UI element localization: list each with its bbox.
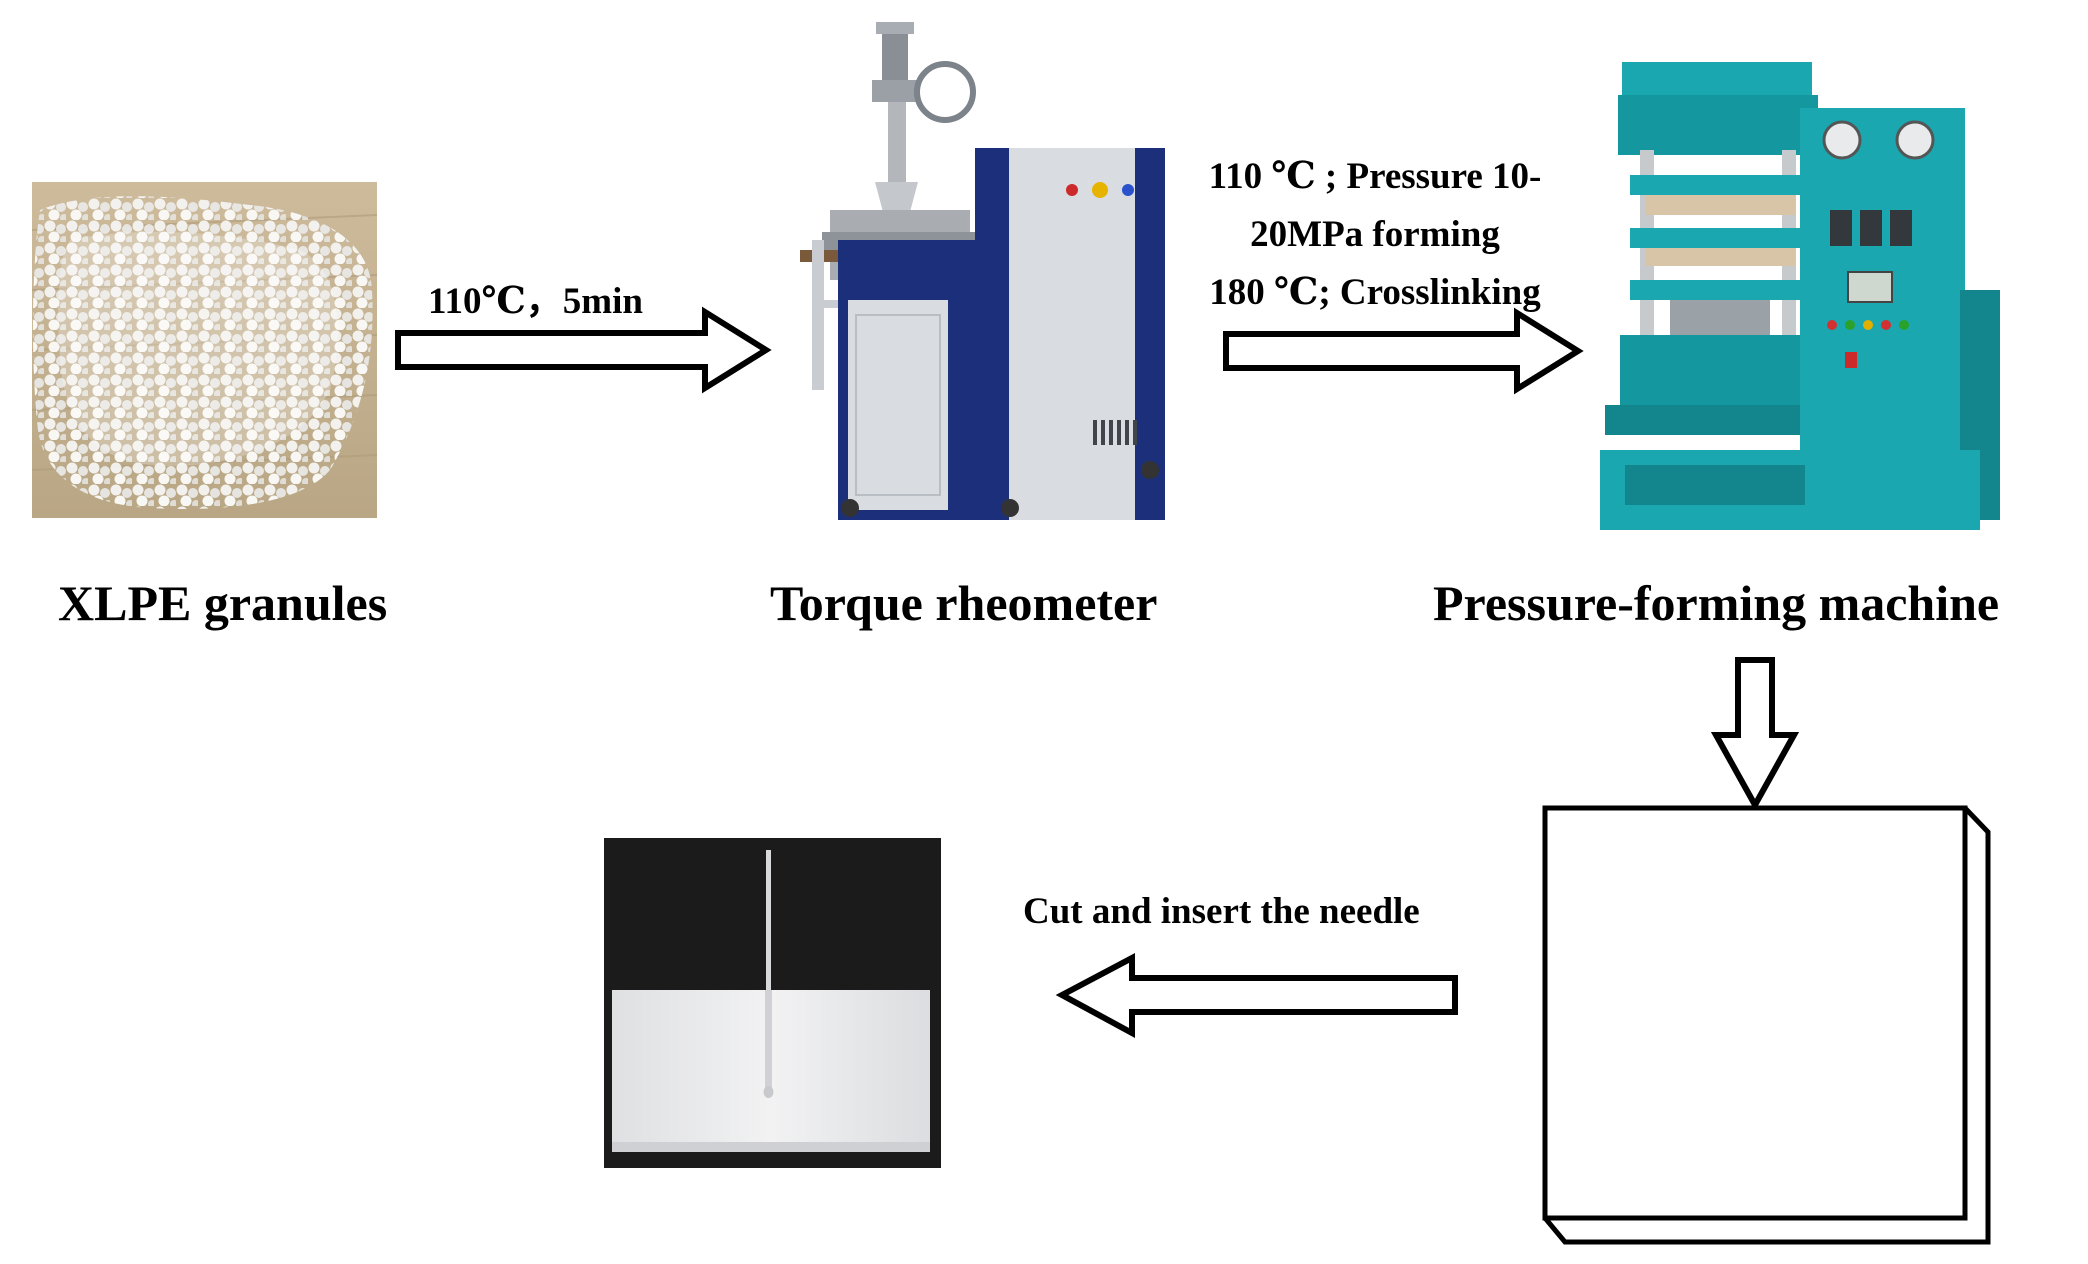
xlpe-granules-photo xyxy=(31,182,378,518)
label-forming-line-1: 110 ℃ ; Pressure 10- xyxy=(1208,156,1542,197)
label-forming-conditions: 110 ℃ ; Pressure 10- 20MPa forming 180 ℃… xyxy=(1165,148,1585,322)
needle-sample-photo xyxy=(604,838,941,1168)
label-forming-line-3: 180 ℃; Crosslinking xyxy=(1209,272,1541,313)
label-mixing-conditions: 110℃，5min xyxy=(428,281,643,322)
torque-rheometer-image xyxy=(800,22,1165,520)
label-forming-line-2: 20MPa forming xyxy=(1250,214,1500,255)
arrow-press-to-sheet xyxy=(1710,657,1800,812)
pressure-forming-machine-image xyxy=(1600,62,2000,530)
arrow-rheometer-to-press xyxy=(1223,307,1584,395)
pressed-sheet xyxy=(1542,805,1991,1245)
caption-xlpe-granules: XLPE granules xyxy=(58,575,388,631)
arrow-mixing-to-rheometer xyxy=(395,306,772,394)
label-cut-and-insert: Cut and insert the needle xyxy=(1023,891,1420,932)
caption-pressure-forming-machine: Pressure-forming machine xyxy=(1433,575,2000,631)
arrow-sheet-to-sample xyxy=(1055,953,1458,1039)
caption-torque-rheometer: Torque rheometer xyxy=(770,575,1158,631)
